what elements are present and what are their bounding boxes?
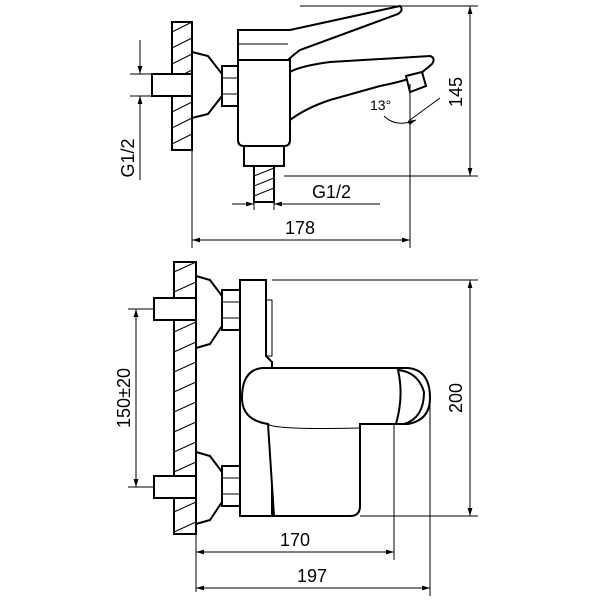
- top-pipe-stub: [151, 73, 195, 97]
- top-inlet-hatch: [253, 167, 275, 197]
- bottom-lower-stub: [153, 475, 197, 499]
- bottom-upper-nut: [221, 289, 241, 331]
- bottom-upper-stub: [153, 297, 197, 321]
- top-body: [237, 59, 291, 147]
- dim-178: 178: [285, 218, 315, 238]
- top-escutcheon: [191, 50, 223, 120]
- top-view: 13° 145 G1/2 G1/2 178: [118, 4, 478, 248]
- dim-g12-vertical: G1/2: [118, 138, 138, 177]
- bottom-upper-escutcheon: [195, 274, 223, 350]
- top-hex-nut: [221, 65, 239, 107]
- top-aerator: [404, 70, 428, 94]
- dim-g12-horizontal: G1/2: [312, 182, 351, 202]
- bottom-lower-nut: [221, 465, 241, 507]
- dim-145: 145: [446, 77, 466, 107]
- bottom-aerator: [394, 368, 426, 425]
- top-inlet: [243, 145, 285, 167]
- bottom-lower-escutcheon: [195, 450, 223, 526]
- dim-200: 200: [446, 383, 466, 413]
- angle-label: 13°: [370, 97, 391, 113]
- dim-170: 170: [280, 530, 310, 550]
- top-lever: [237, 4, 403, 61]
- top-inlet-thread: [253, 165, 275, 203]
- dim-197: 197: [297, 566, 327, 586]
- bottom-view: 150±20 200 170 197: [114, 261, 478, 596]
- dim-150-20: 150±20: [114, 368, 134, 428]
- bottom-wall-hatch: [173, 261, 197, 533]
- bottom-spout-body: [240, 367, 432, 517]
